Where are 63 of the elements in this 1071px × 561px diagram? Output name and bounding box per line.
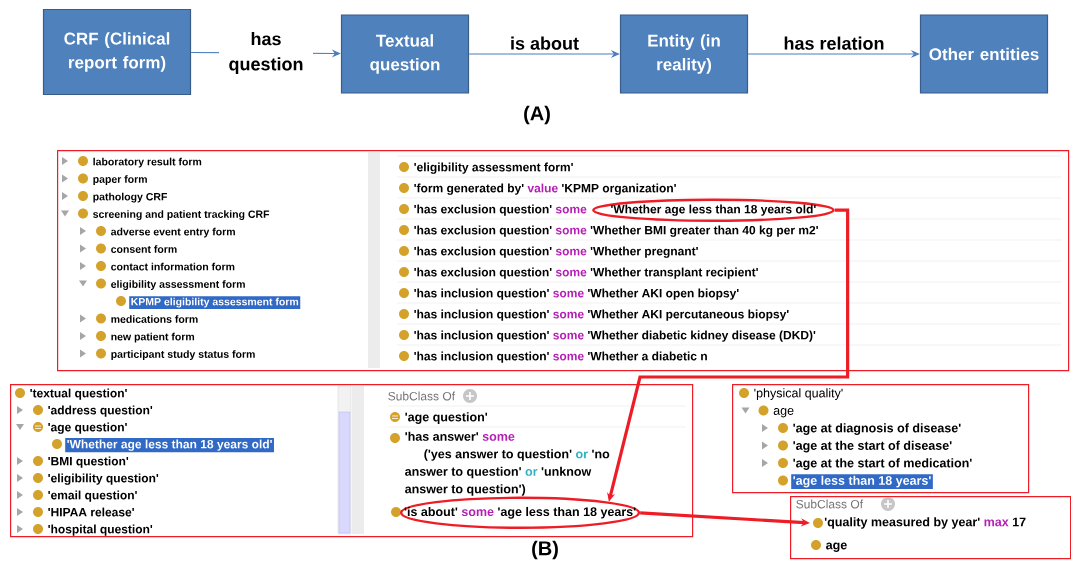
axiom-row: 'has exclusion question' some 'Whether transplant recipient' — [399, 267, 758, 279]
tree-item: paper form — [62, 173, 147, 185]
node-label: some — [482, 434, 515, 441]
node-label: ('yes answer to question' — [424, 449, 572, 461]
node-label: or — [576, 451, 588, 459]
tree-item: 'age at the start of medication' — [762, 458, 972, 470]
tree-item: 'age less than 18 years' — [778, 474, 933, 489]
section-header: SubClass Of — [388, 391, 456, 401]
tree-item: 'physical quality' — [739, 388, 843, 400]
tree-item: KPMP eligibility assessment form — [116, 296, 301, 309]
tree-item: 'age at the start of disease' — [762, 440, 952, 453]
node-label: answer to question') — [405, 484, 526, 496]
axiom-row: 'has inclusion question' some 'Whether diabetic kidney disease (DKD)' — [399, 330, 816, 342]
edge-label: is about — [511, 36, 579, 50]
node-label: 'unknow — [541, 466, 592, 476]
axiom-row: age — [811, 540, 847, 552]
node-label: answer to question' — [405, 466, 521, 479]
edge-label: has question — [219, 31, 313, 75]
process-box: Textual question — [340, 14, 470, 94]
tree-item: 'hospital question' — [17, 524, 153, 536]
tree-item: pathology CRF — [62, 191, 167, 203]
node-label: 'quality measured by year' — [824, 517, 980, 529]
tree-item: 'email question' — [17, 490, 137, 502]
tree-item: adverse event entry form — [80, 226, 235, 238]
node-label: 17 — [1012, 517, 1026, 527]
tree-item: 'age question' — [16, 422, 127, 434]
tree-item: 'address question' — [17, 405, 153, 417]
tree-item: screening and patient tracking CRF — [61, 208, 270, 220]
axiom-row: 'has answer' some ('yes answer to question' or 'no answer to question' or 'unknow answer to question') — [390, 431, 610, 496]
edge-label: has relation — [784, 36, 884, 50]
node-label: max — [984, 519, 1009, 527]
tree-item: contact information form — [80, 261, 235, 271]
node-label: 'has answer' — [405, 431, 479, 441]
tree-item: 'age at diagnosis of disease' — [762, 423, 961, 435]
process-box: Entity (in reality) — [619, 14, 749, 94]
node-label: or — [525, 469, 538, 476]
tree-item: consent form — [80, 243, 177, 254]
tree-item: eligibility assessment form — [79, 278, 245, 290]
axiom-row: 'has exclusion question' some 'Whether BMI greater than 40 kg per m2' — [399, 225, 818, 237]
figure-label: (A) — [524, 105, 550, 125]
tree-item: age — [741, 405, 794, 418]
tree-item: 'textual question' — [15, 388, 127, 400]
axiom-row: 'quality measured by year' max 17 — [813, 517, 1026, 529]
axiom-row: 'has inclusion question' some 'Whether AKI open biopsy' — [399, 288, 739, 300]
axiom-row: 'has inclusion question' some 'Whether AKI percutaneous biopsy' — [399, 309, 789, 321]
tree-item: 'eligibility question' — [17, 473, 159, 485]
tree-item: 'HIPAA release' — [17, 507, 134, 517]
tree-item: medications form — [80, 313, 198, 324]
section-header: SubClass Of — [796, 499, 864, 509]
axiom-row: 'has inclusion question' some 'Whether a diabetic n — [399, 351, 707, 363]
process-box: Other entities — [919, 14, 1049, 94]
axiom-row: 'has exclusion question' some 'Whether pregnant' — [399, 246, 698, 258]
tree-item: new patient form — [80, 331, 195, 343]
tree-item: participant study status form — [80, 348, 255, 360]
tree-item: laboratory result form — [62, 156, 202, 168]
axiom-row: 'age question' — [390, 412, 488, 424]
node-label: 'no — [592, 449, 610, 459]
tree-item: 'BMI question' — [17, 456, 129, 468]
tree-item: 'Whether age less than 18 years old' — [52, 438, 274, 453]
axiom-row: 'form generated by' value 'KPMP organization' — [399, 183, 676, 195]
axiom-row: 'has exclusion question' some — [399, 204, 587, 216]
axiom-row: 'eligibility assessment form' — [399, 162, 573, 174]
process-box: CRF (Clinical report form) — [42, 8, 192, 96]
